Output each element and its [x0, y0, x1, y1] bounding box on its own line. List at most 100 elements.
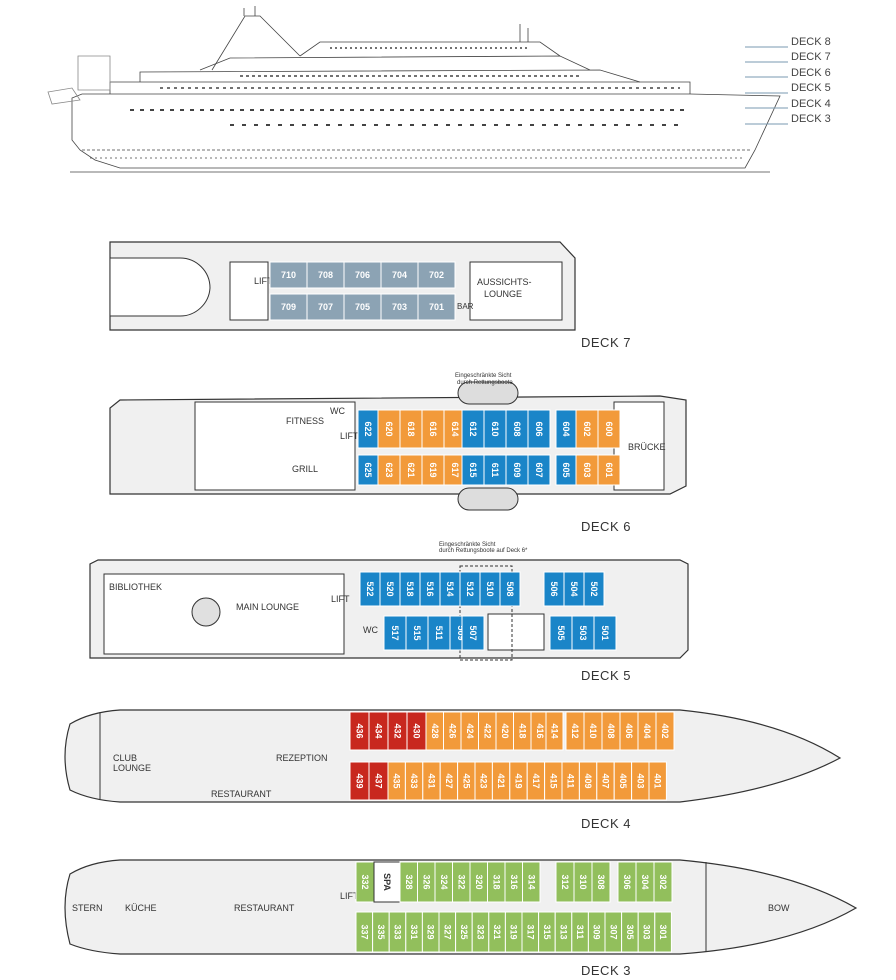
cabin-402[interactable]: 402: [655, 711, 675, 751]
cabin-422[interactable]: 422: [478, 711, 497, 751]
cabin-311[interactable]: 311: [571, 911, 589, 953]
cabin-612[interactable]: 612: [461, 409, 485, 449]
cabin-326[interactable]: 326: [417, 861, 436, 903]
cabin-511[interactable]: 511: [427, 615, 451, 651]
cabin-600[interactable]: 600: [597, 409, 621, 449]
cabin-408[interactable]: 408: [601, 711, 621, 751]
cabin-432[interactable]: 432: [387, 711, 408, 751]
cabin-621[interactable]: 621: [399, 454, 423, 486]
cabin-623[interactable]: 623: [377, 454, 401, 486]
cabin-411[interactable]: 411: [561, 761, 580, 801]
cabin-706[interactable]: 706: [343, 261, 382, 289]
cabin-705[interactable]: 705: [343, 293, 382, 321]
cabin-316[interactable]: 316: [504, 861, 523, 903]
cabin-322[interactable]: 322: [452, 861, 471, 903]
cabin-616[interactable]: 616: [421, 409, 445, 449]
cabin-403[interactable]: 403: [631, 761, 650, 801]
cabin-317[interactable]: 317: [521, 911, 540, 953]
cabin-606[interactable]: 606: [527, 409, 551, 449]
cabin-607[interactable]: 607: [527, 454, 551, 486]
cabin-328[interactable]: 328: [399, 861, 418, 903]
cabin-337[interactable]: 337: [355, 911, 374, 953]
cabin-412[interactable]: 412: [565, 711, 585, 751]
cabin-609[interactable]: 609: [505, 454, 529, 486]
cabin-704[interactable]: 704: [380, 261, 419, 289]
cabin-424[interactable]: 424: [460, 711, 479, 751]
cabin-420[interactable]: 420: [495, 711, 514, 751]
cabin-333[interactable]: 333: [388, 911, 407, 953]
cabin-618[interactable]: 618: [399, 409, 423, 449]
cabin-302[interactable]: 302: [653, 861, 673, 903]
cabin-520[interactable]: 520: [379, 571, 401, 607]
cabin-307[interactable]: 307: [604, 911, 623, 953]
cabin-625[interactable]: 625: [357, 454, 379, 486]
cabin-614[interactable]: 614: [443, 409, 467, 449]
cabin-506[interactable]: 506: [543, 571, 565, 607]
cabin-310[interactable]: 310: [573, 861, 593, 903]
cabin-305[interactable]: 305: [621, 911, 639, 953]
cabin-608[interactable]: 608: [505, 409, 529, 449]
cabin-601[interactable]: 601: [597, 454, 621, 486]
cabin-710[interactable]: 710: [269, 261, 308, 289]
cabin-512[interactable]: 512: [459, 571, 481, 607]
cabin-433[interactable]: 433: [404, 761, 424, 801]
cabin-414[interactable]: 414: [545, 711, 564, 751]
cabin-409[interactable]: 409: [578, 761, 598, 801]
cabin-501[interactable]: 501: [593, 615, 617, 651]
cabin-332[interactable]: 332: [355, 861, 375, 903]
cabin-426[interactable]: 426: [443, 711, 462, 751]
cabin-431[interactable]: 431: [422, 761, 441, 801]
cabin-604[interactable]: 604: [555, 409, 577, 449]
cabin-312[interactable]: 312: [555, 861, 575, 903]
cabin-505[interactable]: 505: [549, 615, 573, 651]
cabin-435[interactable]: 435: [387, 761, 406, 801]
cabin-504[interactable]: 504: [563, 571, 585, 607]
cabin-434[interactable]: 434: [368, 711, 389, 751]
cabin-401[interactable]: 401: [648, 761, 667, 801]
cabin-603[interactable]: 603: [575, 454, 599, 486]
cabin-701[interactable]: 701: [417, 293, 456, 321]
cabin-437[interactable]: 437: [368, 761, 389, 801]
cabin-419[interactable]: 419: [509, 761, 528, 801]
cabin-404[interactable]: 404: [637, 711, 657, 751]
cabin-515[interactable]: 515: [405, 615, 429, 651]
cabin-428[interactable]: 428: [425, 711, 444, 751]
cabin-325[interactable]: 325: [455, 911, 473, 953]
cabin-430[interactable]: 430: [406, 711, 427, 751]
cabin-313[interactable]: 313: [554, 911, 573, 953]
cabin-308[interactable]: 308: [591, 861, 611, 903]
cabin-615[interactable]: 615: [461, 454, 485, 486]
cabin-508[interactable]: 508: [499, 571, 521, 607]
cabin-318[interactable]: 318: [487, 861, 506, 903]
cabin-323[interactable]: 323: [471, 911, 490, 953]
cabin-622[interactable]: 622: [357, 409, 379, 449]
cabin-516[interactable]: 516: [419, 571, 441, 607]
cabin-602[interactable]: 602: [575, 409, 599, 449]
cabin-510[interactable]: 510: [479, 571, 501, 607]
deck-3-spa[interactable]: SPA: [373, 861, 401, 903]
cabin-410[interactable]: 410: [583, 711, 603, 751]
cabin-436[interactable]: 436: [349, 711, 370, 751]
cabin-329[interactable]: 329: [421, 911, 440, 953]
cabin-709[interactable]: 709: [269, 293, 308, 321]
cabin-707[interactable]: 707: [306, 293, 345, 321]
cabin-321[interactable]: 321: [488, 911, 506, 953]
cabin-324[interactable]: 324: [434, 861, 453, 903]
cabin-503[interactable]: 503: [571, 615, 595, 651]
cabin-415[interactable]: 415: [544, 761, 563, 801]
cabin-406[interactable]: 406: [619, 711, 639, 751]
cabin-304[interactable]: 304: [635, 861, 655, 903]
cabin-708[interactable]: 708: [306, 261, 345, 289]
cabin-407[interactable]: 407: [596, 761, 615, 801]
cabin-620[interactable]: 620: [377, 409, 401, 449]
cabin-306[interactable]: 306: [617, 861, 637, 903]
cabin-327[interactable]: 327: [438, 911, 457, 953]
cabin-309[interactable]: 309: [587, 911, 606, 953]
cabin-703[interactable]: 703: [380, 293, 419, 321]
cabin-331[interactable]: 331: [405, 911, 423, 953]
cabin-418[interactable]: 418: [513, 711, 532, 751]
cabin-335[interactable]: 335: [372, 911, 390, 953]
cabin-417[interactable]: 417: [526, 761, 546, 801]
cabin-702[interactable]: 702: [417, 261, 456, 289]
cabin-522[interactable]: 522: [359, 571, 381, 607]
